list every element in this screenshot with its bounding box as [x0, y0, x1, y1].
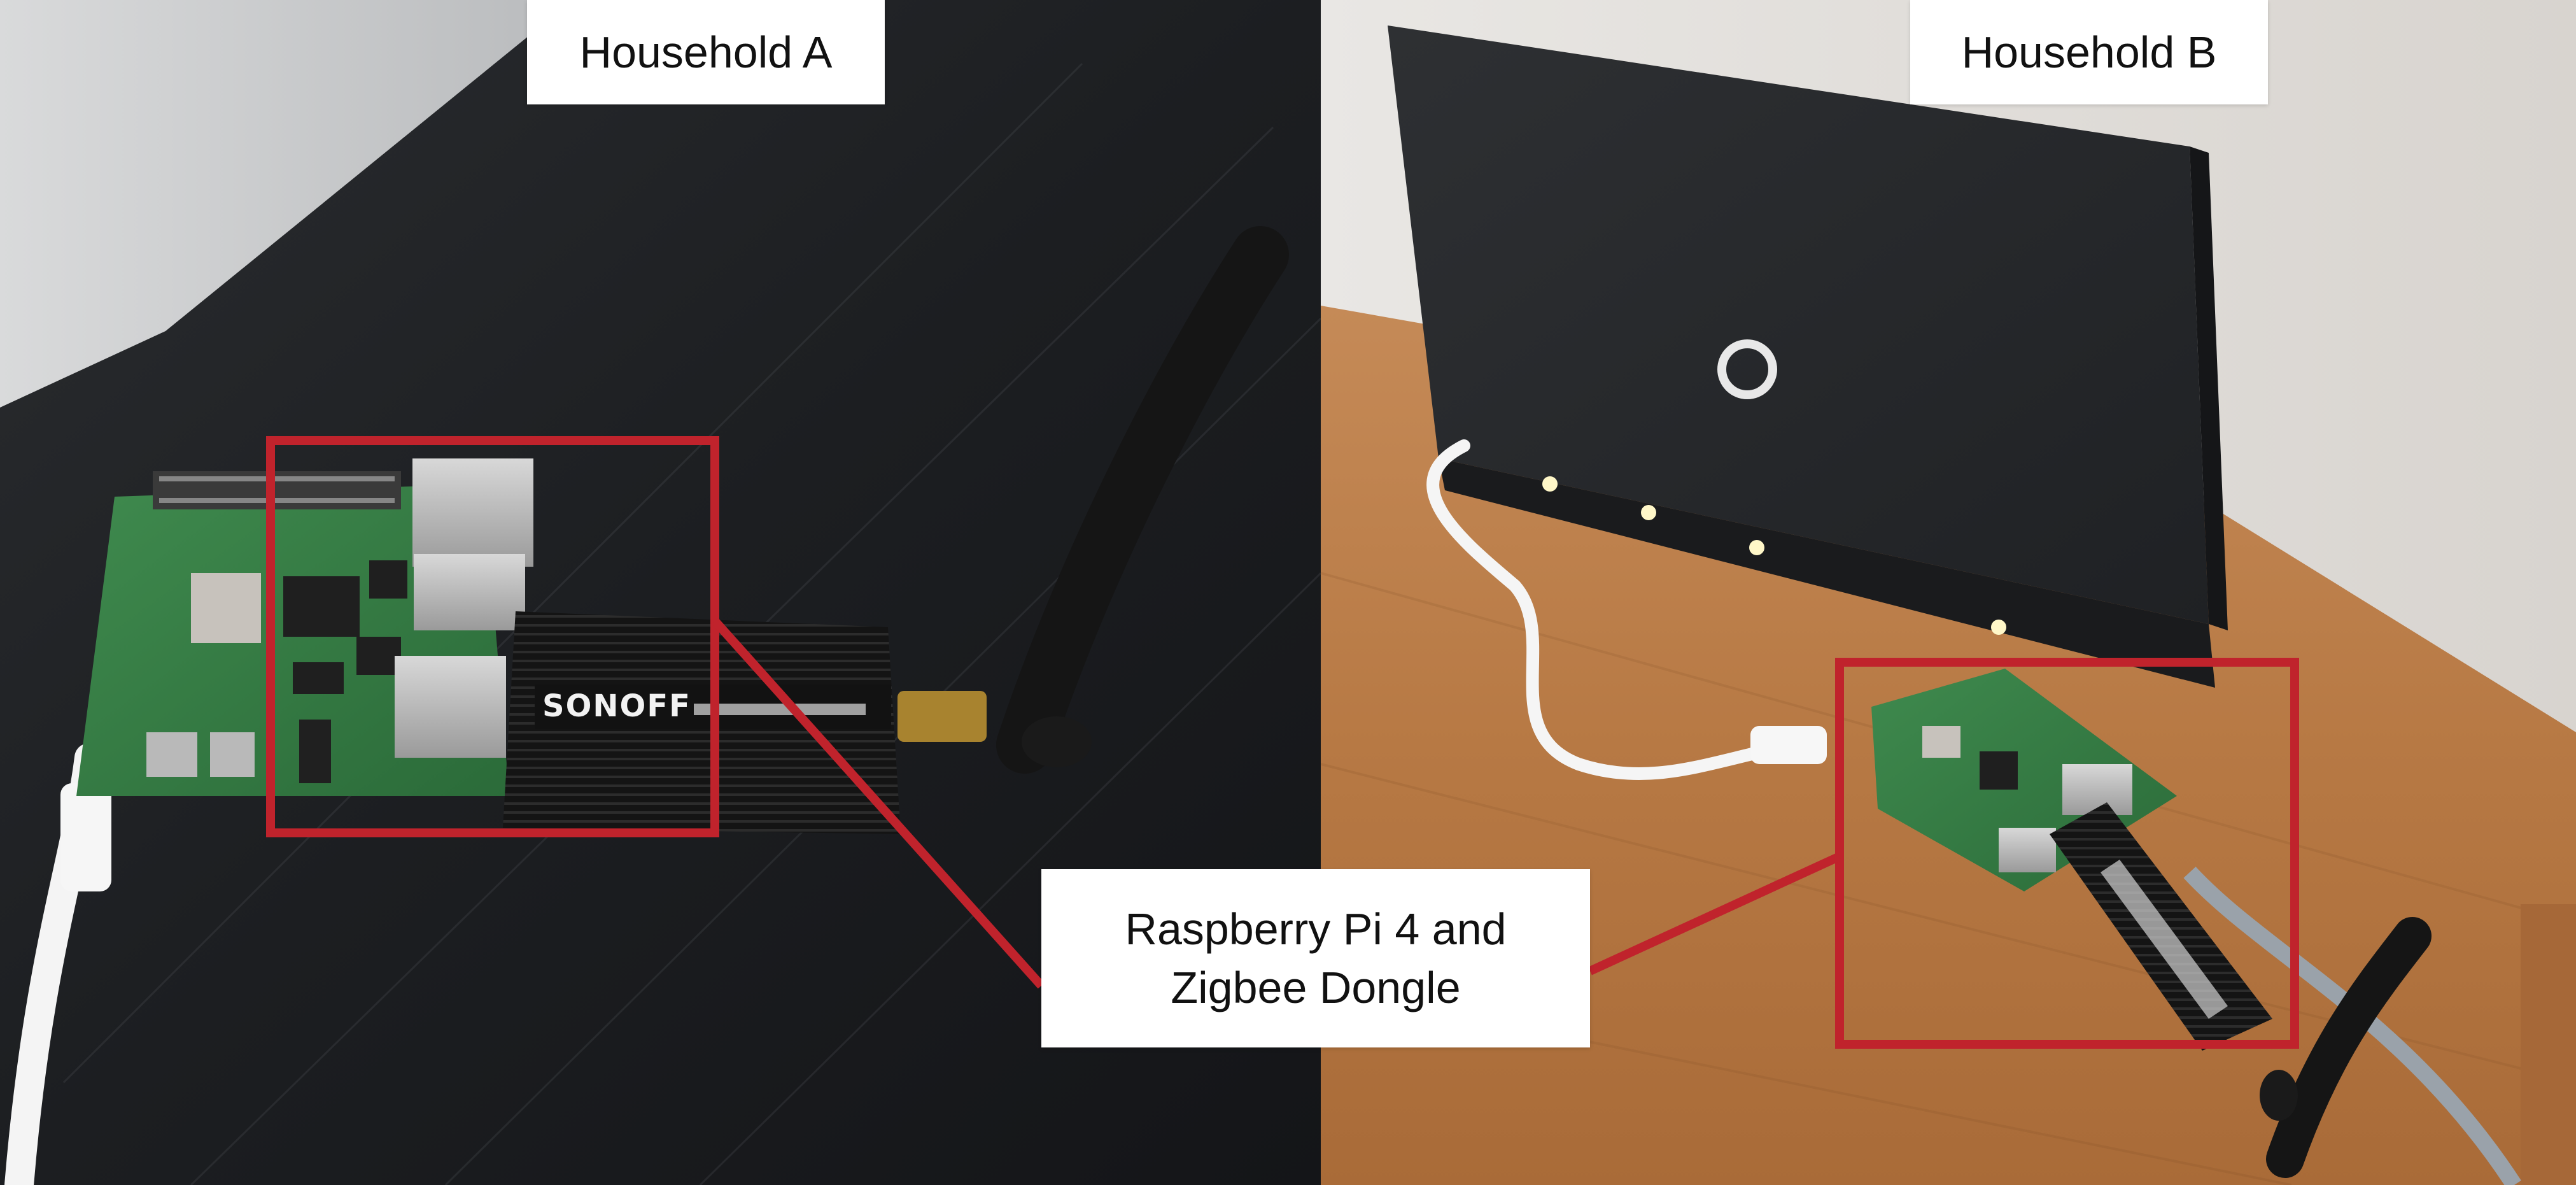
antenna-a: [996, 226, 1289, 774]
label-device-line2: Zigbee Dongle: [1171, 963, 1461, 1012]
highlight-box-b: [1835, 658, 2299, 1049]
usb-port-b: [2062, 764, 2132, 815]
label-household-b-text: Household B: [1961, 27, 2217, 77]
antenna-connector-a: [897, 691, 987, 742]
router-base: [1439, 458, 2215, 688]
label-household-a-text: Household A: [579, 27, 833, 77]
router-logo: [1717, 339, 1777, 399]
label-household-b: Household B: [1910, 0, 2268, 104]
cpu-chip-a: [191, 573, 261, 643]
ethernet-port-a: [412, 458, 533, 567]
label-household-a: Household A: [527, 0, 885, 104]
usb-port-a-top: [414, 554, 525, 630]
dongle-brand-text: SONOFF: [542, 688, 691, 724]
household-a-photo: SONOFF: [0, 0, 1322, 1185]
wall-left: [0, 0, 573, 408]
usb-port-a-bottom: [395, 656, 506, 758]
leader-line-b: [1588, 852, 1841, 976]
label-device-line1: Raspberry Pi 4 and: [1125, 904, 1507, 954]
highlight-box-a: [266, 436, 719, 837]
antenna-b: [2266, 917, 2432, 1178]
annotations: [266, 436, 2299, 1049]
label-device-caption: Raspberry Pi 4 and Zigbee Dongle: [1041, 869, 1590, 1047]
router: [1388, 25, 2209, 624]
leader-line-a: [711, 618, 1045, 989]
usb-c-plug-left: [60, 783, 111, 891]
router-leds: [1542, 476, 2006, 635]
power-cable-right: [1426, 439, 1801, 781]
ethernet-cable-b: [2183, 867, 2521, 1185]
